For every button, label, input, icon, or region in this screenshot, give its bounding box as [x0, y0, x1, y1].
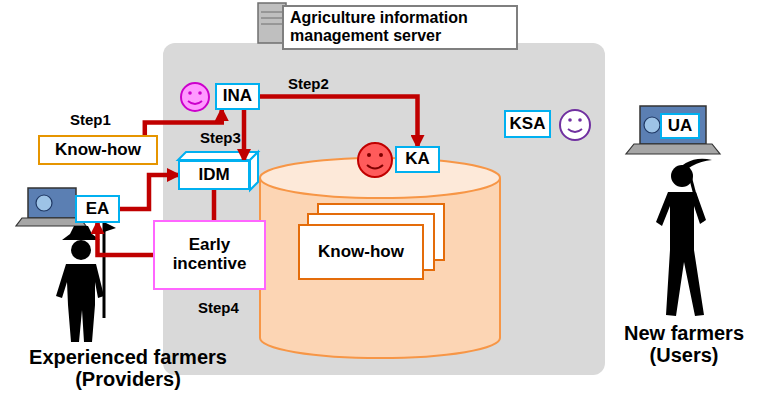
ka-smiley — [358, 143, 392, 177]
ksa-smiley — [560, 110, 590, 140]
node-text: Know-how — [318, 243, 404, 262]
new-farmer-figure — [656, 159, 712, 316]
knowhow-record-box: Know-how — [298, 224, 424, 280]
module-box: IDM — [178, 160, 250, 190]
database-cylinder — [260, 158, 500, 358]
server-heading: Agriculture information management serve… — [282, 5, 518, 50]
group-label: New farmers (Users) — [608, 322, 760, 366]
step-label: Step2 — [288, 76, 329, 93]
agent-box: EA — [75, 195, 120, 223]
ua-laptop — [626, 106, 720, 154]
node-text: KSA — [510, 115, 546, 134]
flow-arrow — [242, 110, 247, 160]
step-box: Know-how — [38, 135, 158, 165]
step-label: Step3 — [200, 130, 241, 147]
agent-box: UA — [660, 113, 700, 140]
server-panel — [163, 43, 605, 375]
ina-smiley — [181, 83, 209, 111]
flow-arrow — [120, 175, 178, 209]
node-text: EA — [86, 200, 110, 219]
node-text: Know-how — [55, 141, 141, 160]
step-label: Step4 — [198, 300, 239, 317]
node-text: KA — [405, 150, 430, 169]
incentive-box: Early incentive — [153, 220, 266, 290]
experienced-farmer-figure — [56, 222, 116, 342]
node-text: Early incentive — [155, 236, 264, 273]
node-text: IDM — [198, 166, 229, 185]
agent-box: INA — [215, 83, 260, 110]
group-label: Experienced farmers (Providers) — [8, 346, 248, 390]
agent-box: KSA — [504, 110, 552, 138]
node-text: UA — [668, 117, 693, 136]
flow-arrow — [212, 190, 217, 220]
flow-arrow — [98, 223, 154, 255]
agent-box: KA — [395, 146, 440, 173]
flow-arrow — [260, 97, 418, 147]
server-panel: Agriculture information management serve… — [163, 43, 605, 375]
step-label: Step1 — [70, 112, 111, 129]
node-text: INA — [223, 87, 252, 106]
